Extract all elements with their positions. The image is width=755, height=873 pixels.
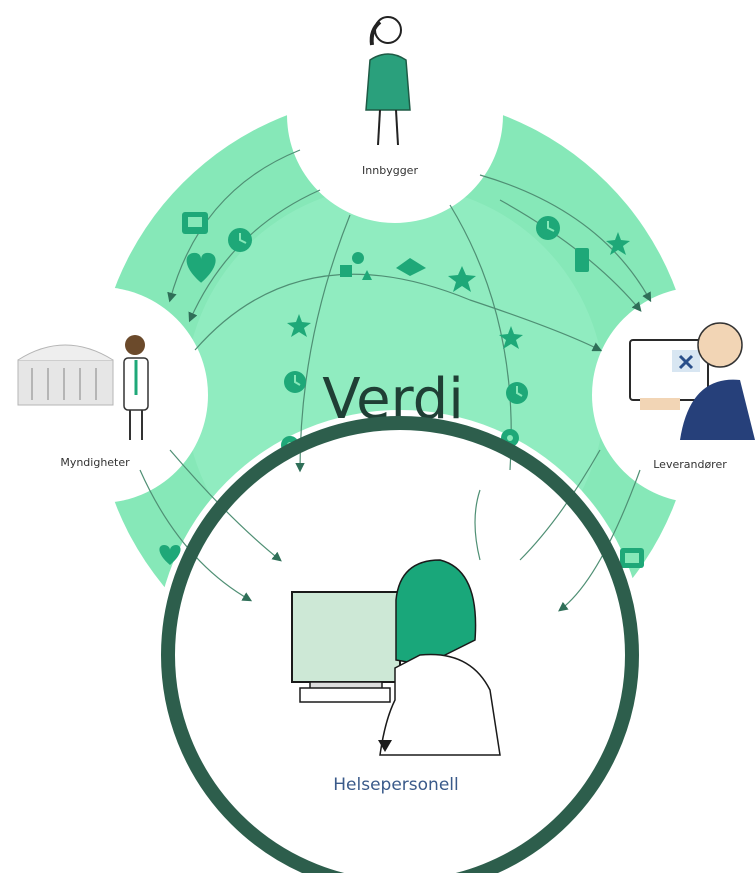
node-helsepersonell: Helsepersonell [161, 416, 639, 873]
phone-icon [575, 248, 589, 272]
screen-icon [620, 548, 644, 568]
government-building-icon [17, 344, 114, 406]
highlight-circle [161, 416, 639, 873]
clock-icon [228, 228, 252, 252]
health-worker-at-computer-icon [291, 559, 501, 756]
citizen-figure-icon [365, 16, 411, 146]
flow-icons [159, 212, 644, 568]
node-label-innbygger: Innbygger [362, 164, 418, 177]
clock-icon [506, 382, 528, 404]
node-myndigheter: Myndigheter [17, 335, 149, 469]
shapes-icon [340, 252, 372, 280]
node-leverandorer: Leverandører [629, 322, 755, 471]
star-icon [499, 326, 523, 349]
node-label-myndigheter: Myndigheter [60, 456, 130, 469]
node-innbygger: Innbygger [362, 16, 418, 177]
official-figure-icon [123, 335, 149, 440]
clock-icon [536, 216, 560, 240]
clock-icon [284, 371, 306, 393]
heart-icon [159, 545, 181, 565]
star-icon [287, 314, 311, 337]
star-icon [606, 232, 630, 255]
node-label-leverandorer: Leverandører [653, 458, 727, 471]
hat-icon [396, 258, 426, 276]
supplier-at-computer-icon [629, 322, 755, 440]
star-icon [448, 266, 476, 292]
heart-icon [186, 252, 216, 283]
node-label-helsepersonell: Helsepersonell [333, 775, 458, 795]
screen-icon [182, 212, 208, 234]
